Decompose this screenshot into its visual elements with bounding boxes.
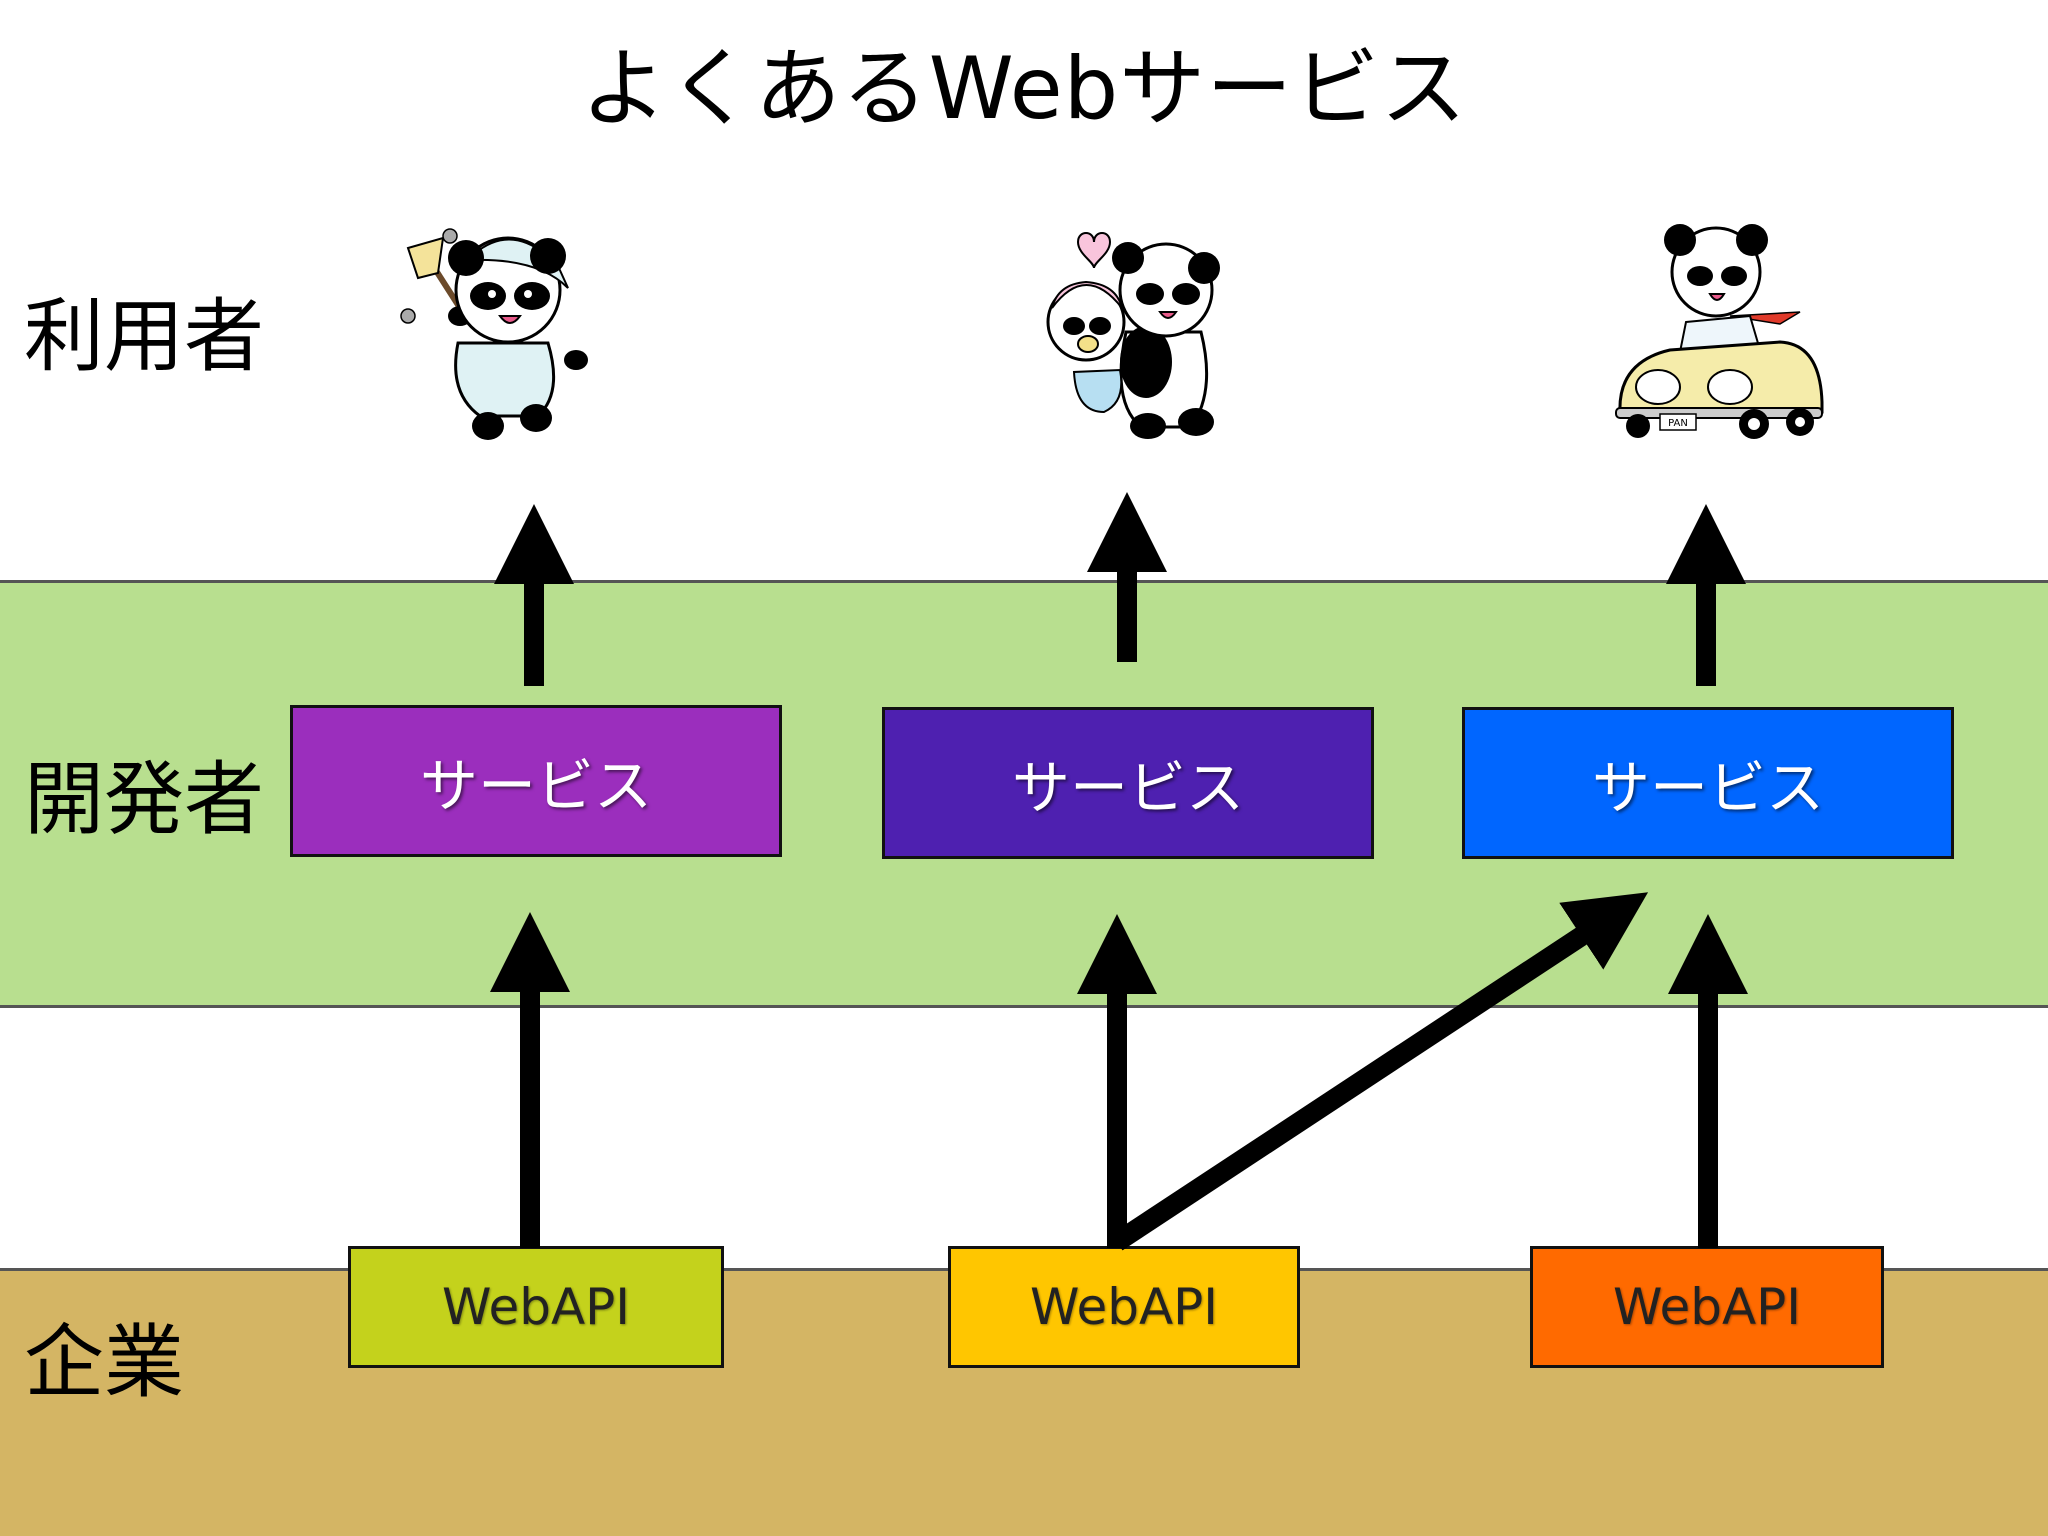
panda-with-baby-icon xyxy=(1046,232,1220,439)
webapi-label: WebAPI xyxy=(1612,1278,1802,1336)
panda-cleaning-icon xyxy=(400,228,588,440)
webapi-box-1: WebAPI xyxy=(348,1246,724,1368)
service-box-2: サービス xyxy=(882,707,1374,859)
service-label: サービス xyxy=(1011,754,1244,822)
webapi-box-2: WebAPI xyxy=(948,1246,1300,1368)
panda-driving-car-icon: PAN xyxy=(1615,224,1824,439)
row-label-developers: 開発者 xyxy=(24,753,264,846)
page-title: よくあるWebサービス xyxy=(580,39,1468,139)
row-label-companies: 企業 xyxy=(24,1316,184,1409)
car-plate-text: PAN xyxy=(1668,418,1688,429)
webapi-label: WebAPI xyxy=(1029,1278,1219,1336)
service-box-3: サービス xyxy=(1462,707,1954,859)
webapi-box-3: WebAPI xyxy=(1530,1246,1884,1368)
service-box-1: サービス xyxy=(290,705,782,857)
service-label: サービス xyxy=(419,752,652,820)
webapi-label: WebAPI xyxy=(441,1278,631,1336)
row-label-users: 利用者 xyxy=(24,290,264,383)
service-label: サービス xyxy=(1591,754,1824,822)
